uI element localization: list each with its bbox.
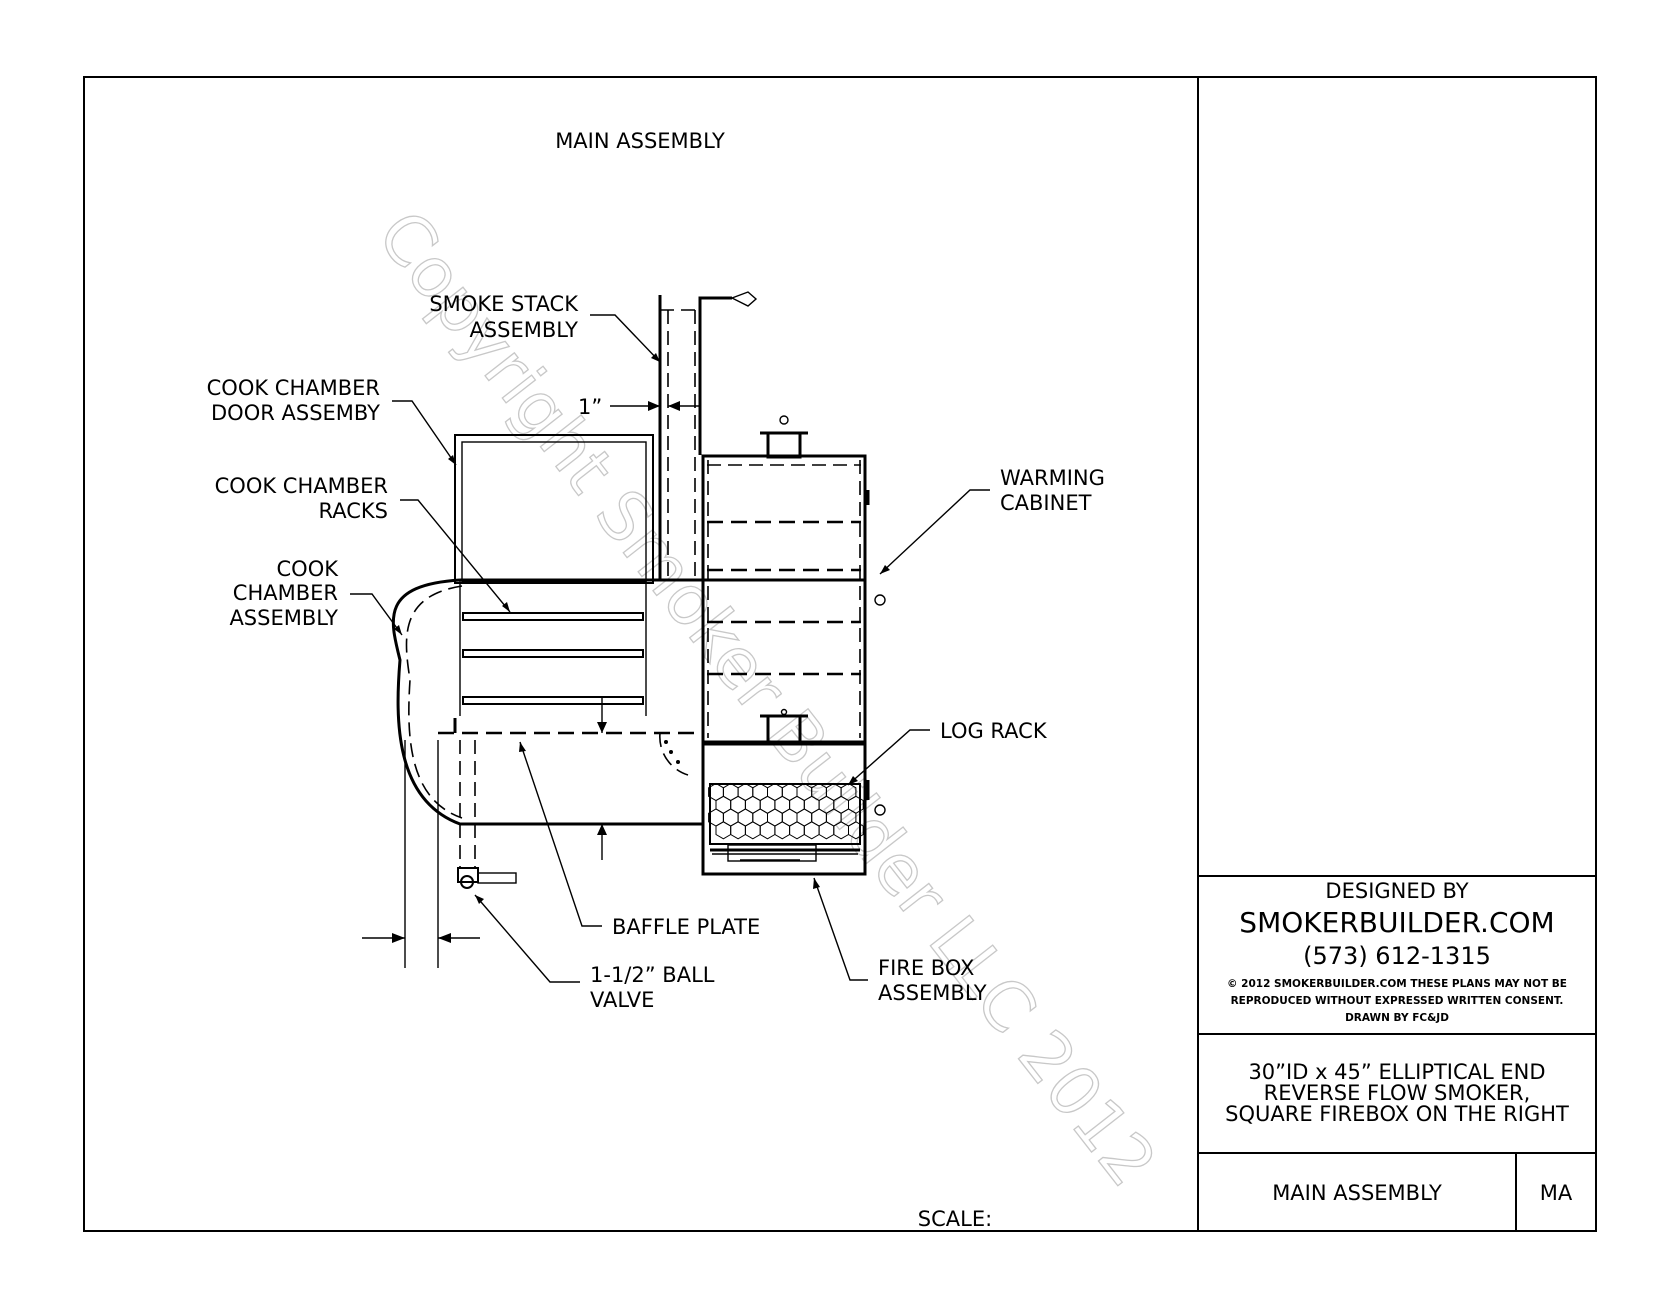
callout-valve-1: 1-1/2” BALL: [590, 963, 715, 987]
sheet-name: MAIN ASSEMBLY: [1272, 1181, 1442, 1205]
copyright-line-1: © 2012 SMOKERBUILDER.COM THESE PLANS MAY…: [1227, 978, 1567, 990]
title-block: DESIGNED BY SMOKERBUILDER.COM (573) 612-…: [1225, 879, 1573, 1205]
stack-damper-icon: [730, 291, 758, 307]
stack-offset-dimension: 1”: [578, 395, 700, 419]
description-line-3: SQUARE FIREBOX ON THE RIGHT: [1225, 1102, 1569, 1126]
cook-chamber: [391, 578, 703, 860]
sheet-code: MA: [1540, 1181, 1573, 1205]
rack-2: [462, 649, 644, 658]
cook-chamber-door: [454, 434, 654, 584]
rack-3: [462, 696, 644, 705]
warming-cabinet: [701, 415, 886, 744]
mesh-cell: [848, 821, 864, 840]
callouts: SMOKE STACK ASSEMBLY COOK CHAMBER DOOR A…: [207, 292, 1105, 1012]
sheet-border: [83, 76, 1597, 1232]
drawn-by: DRAWN BY FC&JD: [1345, 1012, 1449, 1024]
rack-1: [462, 612, 644, 621]
mesh-cell: [730, 821, 746, 840]
callout-chamber-3: ASSEMBLY: [229, 606, 338, 630]
callout-chamber-2: CHAMBER: [233, 581, 338, 605]
callout-smoke-stack-1: SMOKE STACK: [429, 292, 579, 316]
designed-by-label: DESIGNED BY: [1325, 879, 1468, 903]
callout-warming-1: WARMING: [1000, 466, 1105, 490]
view-title: MAIN ASSEMBLY: [555, 129, 725, 153]
callout-door-1: COOK CHAMBER: [207, 376, 380, 400]
callout-chamber-1: COOK: [277, 557, 340, 581]
smoker-drawing: 1”: [362, 291, 886, 968]
callout-warming-2: CABINET: [1000, 491, 1092, 515]
mesh-cell: [715, 821, 732, 840]
callout-baffle: BAFFLE PLATE: [612, 915, 760, 939]
callout-valve-2: VALVE: [590, 988, 654, 1012]
firebox: [701, 742, 886, 876]
description-line-2: REVERSE FLOW SMOKER,: [1264, 1081, 1531, 1105]
copyright-line-2: REPRODUCED WITHOUT EXPRESSED WRITTEN CON…: [1231, 995, 1564, 1007]
mesh-cell: [803, 821, 820, 840]
copyright-watermark: Copyright Smoker Builder LLC 2012: [362, 197, 1171, 1202]
log-rack-mesh: [708, 782, 864, 840]
callout-racks-1: COOK CHAMBER: [215, 474, 388, 498]
mesh-cell: [759, 821, 776, 840]
mesh-cell: [774, 821, 791, 840]
company-phone: (573) 612-1315: [1303, 942, 1491, 970]
callout-firebox-2: ASSEMBLY: [878, 981, 987, 1005]
callout-log-rack: LOG RACK: [940, 719, 1048, 743]
callout-racks-2: RACKS: [318, 499, 388, 523]
scale-label: SCALE:: [918, 1207, 992, 1231]
callout-smoke-stack-2: ASSEMBLY: [469, 318, 578, 342]
smoke-stack: [658, 291, 758, 580]
company-name: SMOKERBUILDER.COM: [1239, 906, 1554, 939]
description-line-1: 30”ID x 45” ELLIPTICAL END: [1248, 1060, 1545, 1084]
log-rack: [709, 783, 861, 845]
mesh-cell: [744, 821, 761, 840]
callout-door-2: DOOR ASSEMBY: [211, 401, 380, 425]
mesh-cell: [789, 821, 805, 840]
callout-firebox-1: FIRE BOX: [878, 956, 974, 980]
width-dimension: [362, 933, 480, 943]
svg-text:1”: 1”: [578, 395, 602, 419]
ball-valve: [404, 740, 517, 968]
